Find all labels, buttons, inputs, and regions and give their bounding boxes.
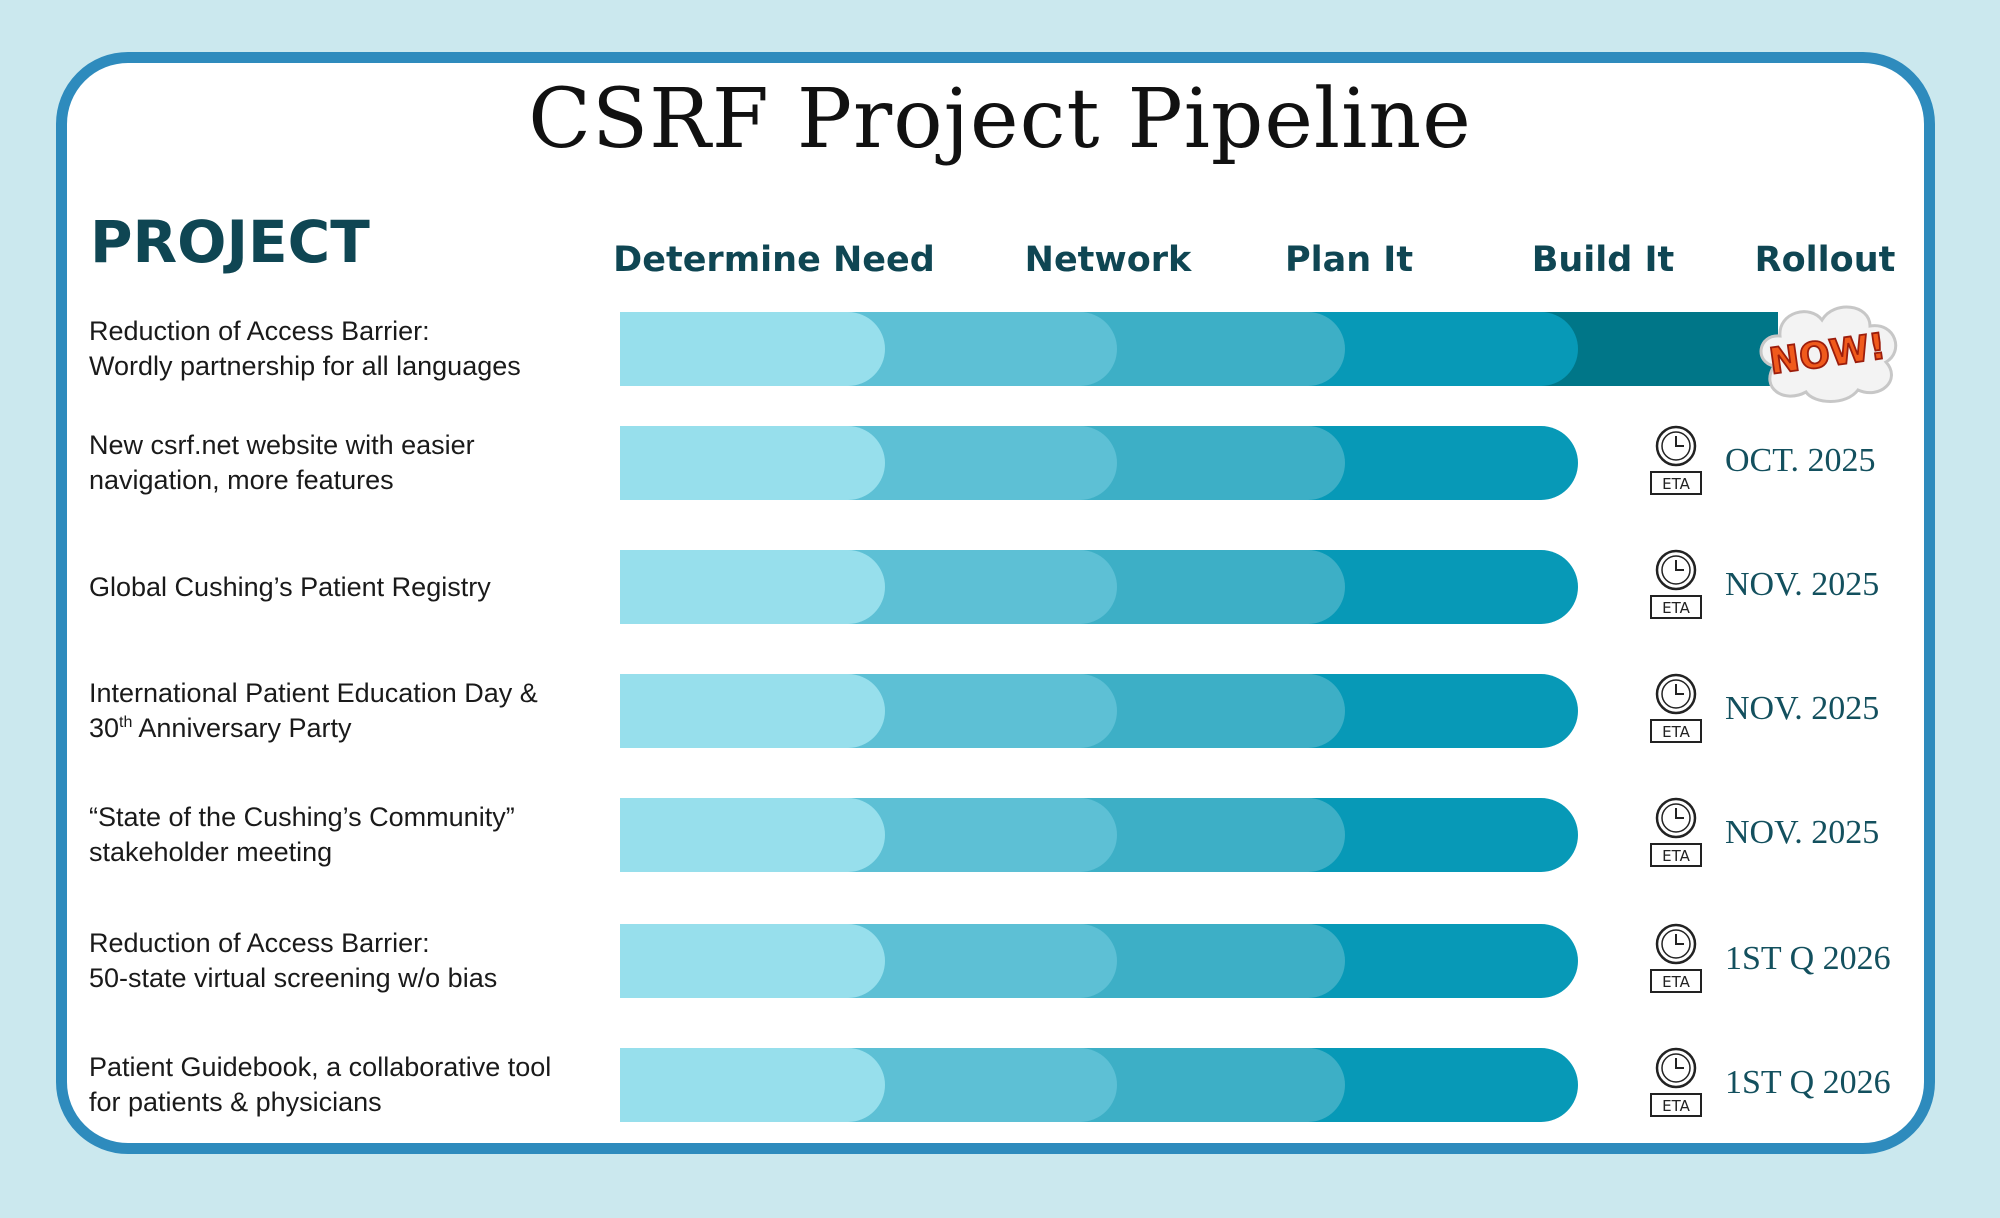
project-label-line: Global Cushing’s Patient Registry: [89, 571, 491, 602]
project-label-line: “State of the Cushing’s Community”: [89, 802, 515, 832]
progress-bar: [620, 550, 1578, 624]
eta-icon-label: ETA: [1662, 973, 1690, 991]
project-label-line: Patient Guidebook, a collaborative tool: [89, 1052, 552, 1082]
eta-clock-icon: ETA: [1650, 1047, 1702, 1117]
project-label-line: New csrf.net website with easier: [89, 430, 475, 460]
progress-bar: [620, 312, 1778, 386]
progress-segment-1: [620, 426, 885, 500]
progress-segment-1: [620, 798, 885, 872]
project-label: New csrf.net website with easier navigati…: [89, 423, 609, 503]
eta-date: 1ST Q 2026: [1725, 1064, 1891, 1101]
stage-header-rollout: Rollout: [1754, 240, 1896, 280]
eta-date: 1ST Q 2026: [1725, 940, 1891, 977]
project-label: Reduction of Access Barrier: Wordly partn…: [89, 309, 609, 389]
eta-date: NOV. 2025: [1725, 690, 1880, 727]
progress-segment-1: [620, 550, 885, 624]
eta-icon-label: ETA: [1662, 475, 1690, 493]
eta-date: NOV. 2025: [1725, 814, 1880, 851]
stage-header-build-it: Build It: [1531, 240, 1675, 280]
eta-date: OCT. 2025: [1725, 442, 1876, 479]
stage-header-determine-need: Determine Need: [613, 240, 935, 280]
progress-segment-1: [620, 312, 885, 386]
project-label-line: for patients & physicians: [89, 1087, 382, 1117]
project-label-line: International Patient Education Day &: [89, 678, 538, 708]
stage-header-network: Network: [1024, 240, 1192, 280]
eta-clock-icon: ETA: [1650, 797, 1702, 867]
progress-segment-1: [620, 924, 885, 998]
eta-clock-icon: ETA: [1650, 425, 1702, 495]
progress-bar: [620, 798, 1578, 872]
project-label-line: stakeholder meeting: [89, 837, 333, 867]
eta-clock-icon: ETA: [1650, 923, 1702, 993]
project-label: Reduction of Access Barrier: 50-state vir…: [89, 921, 609, 1001]
progress-bar: [620, 1048, 1578, 1122]
project-label: “State of the Cushing’s Community” stakeh…: [89, 795, 609, 875]
eta-icon-label: ETA: [1662, 599, 1690, 617]
progress-bar: [620, 924, 1578, 998]
eta-icon-label: ETA: [1662, 847, 1690, 865]
eta-icon-label: ETA: [1662, 723, 1690, 741]
progress-segment-1: [620, 674, 885, 748]
eta-icon-label: ETA: [1662, 1097, 1690, 1115]
progress-bar: [620, 674, 1578, 748]
progress-segment-1: [620, 1048, 885, 1122]
project-label-line: Reduction of Access Barrier:: [89, 928, 430, 958]
project-label-line: Reduction of Access Barrier:: [89, 316, 430, 346]
project-label: Patient Guidebook, a collaborative tool f…: [89, 1045, 609, 1125]
project-label: International Patient Education Day & 30t…: [89, 671, 609, 751]
page-title: CSRF Project Pipeline: [528, 72, 1472, 167]
project-label-line: 50-state virtual screening w/o bias: [89, 963, 498, 993]
project-label-line: 30th Anniversary Party: [89, 713, 352, 743]
eta-clock-icon: ETA: [1650, 673, 1702, 743]
eta-clock-icon: ETA: [1650, 549, 1702, 619]
project-label-line: navigation, more features: [89, 465, 394, 495]
now-burst-icon: NOW!: [1759, 305, 1898, 403]
project-label-line: Wordly partnership for all languages: [89, 351, 521, 381]
eta-date: NOV. 2025: [1725, 566, 1880, 603]
progress-bar: [620, 426, 1578, 500]
stage-header-plan-it: Plan It: [1284, 240, 1414, 280]
project-column-heading: PROJECT: [90, 208, 370, 276]
project-label: Global Cushing’s Patient Registry: [89, 547, 609, 627]
